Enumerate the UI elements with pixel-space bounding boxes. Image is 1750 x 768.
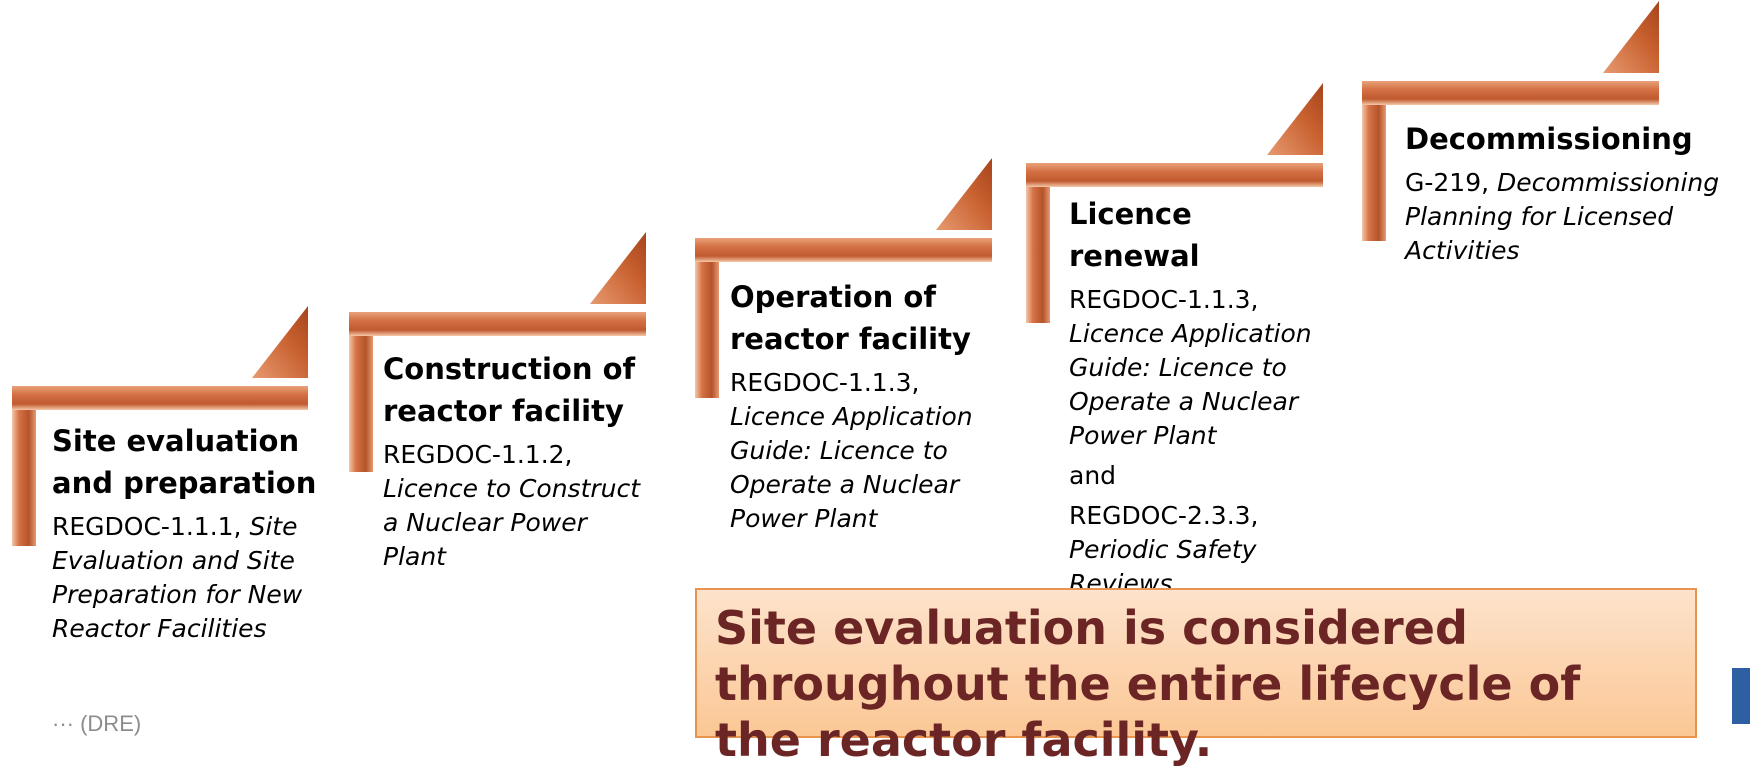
step-bracket-vertical: [695, 238, 719, 398]
lifecycle-callout-box: Site evaluation is considered throughout…: [695, 588, 1697, 767]
step-arrow-triangle: [590, 232, 646, 304]
step-bracket-4: [1026, 83, 1323, 323]
regdoc-reference: REGDOC-1.1.3,: [1069, 285, 1259, 314]
step-description: REGDOC-1.1.3, Licence Application Guide:…: [730, 366, 992, 536]
step-title: Decommissioning: [1405, 122, 1693, 156]
step-description: REGDOC-1.1.3, Licence Application Guide:…: [1069, 283, 1331, 453]
document-title: Site Evaluation and Site Preparation for…: [52, 512, 303, 643]
step-bracket-horizontal: [1026, 163, 1323, 187]
step-bracket-5: [1362, 1, 1659, 241]
step-description: G-219, Decommissioning Planning for Lice…: [1405, 166, 1735, 268]
step-bracket-vertical: [12, 386, 36, 546]
step-bracket-horizontal: [1362, 81, 1659, 105]
step-title: Site evaluation and preparation: [52, 424, 317, 500]
step-title: Construction of reactor facility: [383, 352, 636, 428]
document-title: Licence Application Guide: Licence to Op…: [1069, 319, 1312, 450]
step-description: REGDOC-1.1.2, Licence to Construct a Nuc…: [383, 438, 653, 574]
connector-text: and: [1069, 461, 1117, 490]
step-arrow-triangle: [252, 306, 308, 378]
step-arrow-triangle: [936, 158, 992, 230]
step-bracket-vertical: [349, 312, 373, 472]
regdoc-reference: G-219,: [1405, 168, 1490, 197]
callout-text: Site evaluation is considered throughout…: [715, 601, 1581, 767]
step-description-secondary: REGDOC-2.3.3, Periodic Safety Reviews: [1069, 499, 1331, 601]
document-title: Licence Application Guide: Licence to Op…: [730, 402, 973, 533]
regdoc-reference: REGDOC-1.1.2,: [383, 440, 573, 469]
footer-note: ··· (DRE): [52, 711, 142, 736]
step-site-evaluation: Site evaluation and preparation REGDOC-1…: [52, 420, 322, 646]
document-title: Licence to Construct a Nuclear Power Pla…: [383, 474, 641, 571]
step-licence-renewal: Licence renewal REGDOC-1.1.3, Licence Ap…: [1069, 193, 1331, 601]
step-arrow-triangle: [1603, 1, 1659, 73]
regdoc-reference: REGDOC-1.1.1,: [52, 512, 242, 541]
step-bracket-3: [695, 158, 992, 398]
regdoc-reference: REGDOC-2.3.3,: [1069, 501, 1259, 530]
step-bracket-vertical: [1362, 81, 1386, 241]
step-arrow-triangle: [1267, 83, 1323, 155]
step-decommissioning: Decommissioning G-219, Decommissioning P…: [1405, 118, 1735, 268]
step-bracket-horizontal: [12, 386, 308, 410]
step-bracket-horizontal: [695, 238, 992, 262]
step-bracket-2: [349, 232, 646, 472]
corner-accent-bar: [1732, 668, 1750, 724]
staircase-graphic: [12, 1, 1659, 546]
step-description: REGDOC-1.1.1, Site Evaluation and Site P…: [52, 510, 322, 646]
regdoc-reference: REGDOC-1.1.3,: [730, 368, 920, 397]
step-title: Operation of reactor facility: [730, 280, 971, 356]
step-construction: Construction of reactor facility REGDOC-…: [383, 348, 653, 574]
step-bracket-horizontal: [349, 312, 646, 336]
step-bracket-1: [12, 306, 308, 546]
step-operation: Operation of reactor facility REGDOC-1.1…: [730, 276, 992, 536]
step-bracket-vertical: [1026, 163, 1050, 323]
step-title: Licence renewal: [1069, 197, 1200, 273]
document-title: Decommissioning Planning for Licensed Ac…: [1405, 168, 1720, 265]
